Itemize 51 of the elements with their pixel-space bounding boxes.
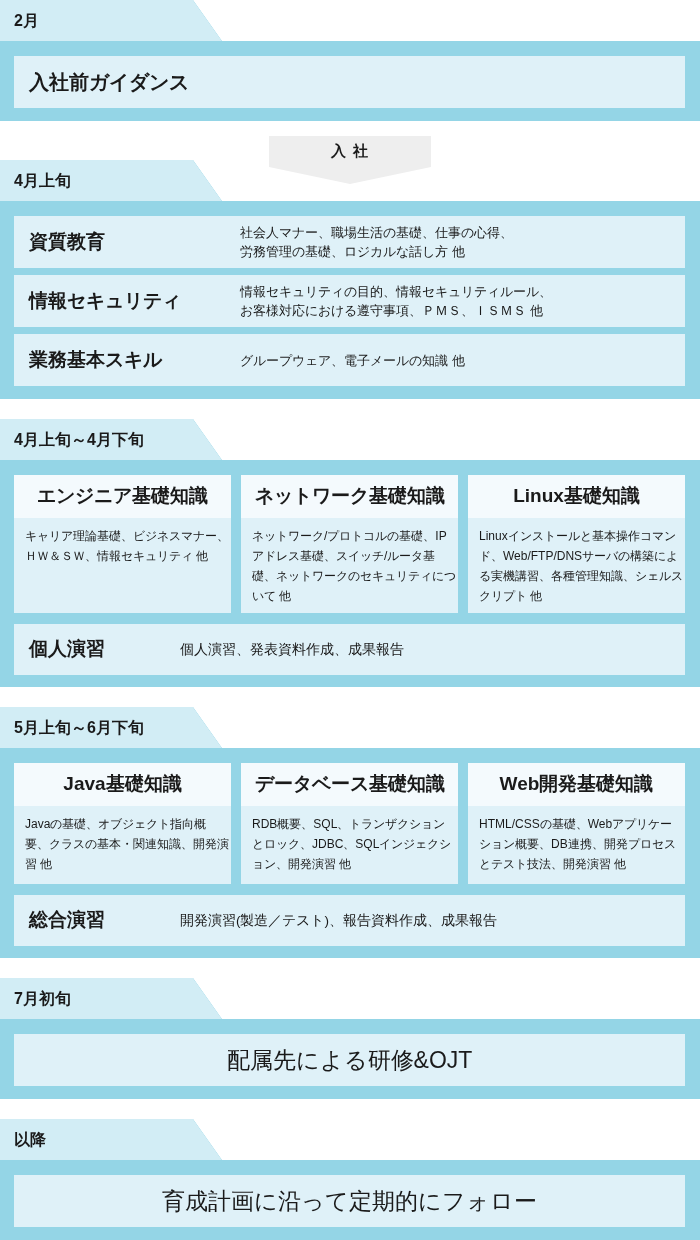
course-title: ネットワーク基礎知識 bbox=[254, 484, 445, 509]
course-description: 社会人マナー、職場生活の基礎、仕事の心得、労務管理の基礎、ロジカルな話し方 他 bbox=[240, 224, 514, 261]
course-title: Web開発基礎知識 bbox=[499, 772, 654, 797]
course-title: 業務基本スキル bbox=[29, 347, 163, 372]
course-description: 情報セキュリティの目的、情報セキュリティルール、お客様対応における遵守事項、ＰＭＳ、ＩＳＭＳ 他 bbox=[240, 283, 553, 320]
period-label: 7月初旬 bbox=[14, 988, 71, 1009]
course-description: ネットワーク/プロトコルの基礎、IPアドレス基礎、スイッチ/ルータ基礎、ネットワークのセキュリティについて 他 bbox=[252, 528, 457, 605]
training-title: 育成計画に沿って定期的にフォロー bbox=[162, 1186, 537, 1216]
course-row bbox=[14, 275, 685, 327]
period-label: 4月上旬 bbox=[14, 170, 71, 191]
course-description: キャリア理論基礎、ビジネスマナー、ＨＷ＆ＳＷ、情報セキュリティ 他 bbox=[25, 528, 230, 565]
phase-panel bbox=[0, 978, 700, 1099]
course-description: Javaの基礎、オブジェクト指向概要、クラスの基本・関連知識、開発演習 他 bbox=[25, 816, 230, 873]
course-row bbox=[14, 895, 685, 946]
phase-panel bbox=[0, 0, 700, 121]
phase-panel bbox=[0, 707, 700, 958]
course-card bbox=[241, 763, 458, 884]
course-title: 個人演習 bbox=[29, 637, 106, 662]
course-card bbox=[14, 475, 231, 613]
period-label: 5月上旬～6月下旬 bbox=[14, 717, 144, 738]
course-card bbox=[468, 763, 685, 884]
course-row bbox=[14, 216, 685, 268]
training-band bbox=[14, 1034, 685, 1086]
phase-panel bbox=[0, 160, 700, 399]
course-title: データベース基礎知識 bbox=[254, 772, 445, 797]
course-card bbox=[241, 475, 458, 613]
period-label: 4月上旬～4月下旬 bbox=[14, 429, 144, 450]
course-description: Linuxインストールと基本操作コマンド、Web/FTP/DNSサーバの構築による実機講習、各種管理知識、シェルスクリプト 他 bbox=[479, 528, 684, 605]
phase-panel bbox=[0, 419, 700, 687]
course-row bbox=[14, 624, 685, 675]
training-title: 入社前ガイダンス bbox=[29, 70, 189, 95]
course-title: Linux基礎知識 bbox=[513, 484, 640, 509]
course-row bbox=[14, 334, 685, 386]
course-card bbox=[468, 475, 685, 613]
period-label: 2月 bbox=[14, 10, 39, 31]
training-band bbox=[14, 56, 685, 108]
course-description: 開発演習(製造／テスト)、報告資料作成、成果報告 bbox=[180, 912, 498, 930]
course-title: エンジニア基礎知識 bbox=[37, 484, 208, 509]
course-description: RDB概要、SQL、トランザクションとロック、JDBC、SQLインジェクション、開発演習 他 bbox=[252, 816, 453, 873]
course-card bbox=[14, 763, 231, 884]
period-label: 以降 bbox=[14, 1129, 46, 1150]
training-band bbox=[14, 1175, 685, 1227]
course-title: 情報セキュリティ bbox=[29, 288, 182, 313]
course-description: 個人演習、発表資料作成、成果報告 bbox=[180, 641, 405, 659]
course-title: Java基礎知識 bbox=[63, 772, 182, 797]
course-description: グループウェア、電子メールの知識 他 bbox=[240, 351, 466, 370]
phase-panel bbox=[0, 1119, 700, 1240]
course-description: HTML/CSSの基礎、Webアプリケーション概要、DB連携、開発プロセスとテスト技法、開発演習 他 bbox=[479, 816, 677, 873]
course-title: 資質教育 bbox=[29, 229, 106, 254]
training-title: 配属先による研修&OJT bbox=[226, 1045, 473, 1075]
course-title: 総合演習 bbox=[29, 908, 106, 933]
